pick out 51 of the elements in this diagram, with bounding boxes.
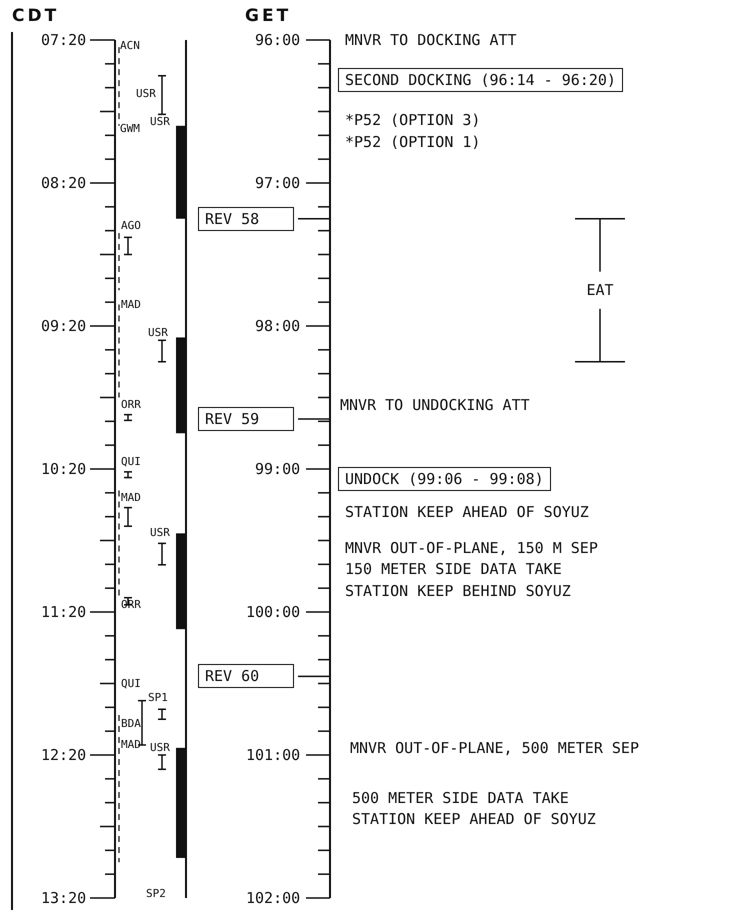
time-label: 09:20	[41, 317, 86, 335]
station-label: QUI	[121, 456, 141, 468]
station-label: MAD	[121, 492, 141, 504]
time-label: 100:00	[246, 603, 300, 621]
duration-label: MNVR TO UNDOCKING ATT	[340, 396, 530, 414]
activity-label: MNVR OUT-OF-PLANE, 150 M SEP	[345, 538, 598, 557]
column-heading: CDT	[12, 6, 60, 25]
activity-label: 150 METER SIDE DATA TAKE	[345, 560, 562, 578]
time-label: 12:20	[41, 746, 86, 764]
station-label: USR	[148, 327, 168, 340]
event-box: SECOND DOCKING (96:14 - 96:20)	[338, 68, 623, 92]
activity-label: EAT	[586, 281, 614, 300]
event-box: UNDOCK (99:06 - 99:08)	[338, 467, 551, 491]
activity-label: *P52 (OPTION 3)	[345, 111, 480, 130]
time-label: 96:00	[255, 31, 300, 49]
activity-label: *P52 (OPTION 1)	[345, 132, 480, 151]
time-label: 10:20	[41, 460, 86, 478]
time-label: 11:20	[41, 603, 86, 621]
time-label: 07:20	[41, 31, 86, 49]
station-label: ORR	[121, 598, 141, 611]
activity-label: STATION KEEP BEHIND SOYUZ	[345, 582, 571, 600]
time-label: 13:20	[41, 889, 86, 907]
time-label: 97:00	[255, 174, 300, 192]
rev-box: REV 60	[198, 664, 294, 688]
activity-label: MNVR TO DOCKING ATT	[345, 31, 517, 49]
time-label: 99:00	[255, 460, 300, 478]
column-heading: GET	[245, 6, 292, 25]
station-label: QUI	[121, 678, 141, 690]
station-label: GWM	[120, 122, 140, 135]
time-label: 101:00	[246, 746, 300, 764]
station-label: MAD	[121, 738, 141, 751]
activity-label: MNVR OUT-OF-PLANE, 500 METER SEP	[350, 738, 639, 757]
station-label: SP2	[146, 888, 166, 900]
station-label: ACN	[120, 40, 140, 52]
activity-label: 500 METER SIDE DATA TAKE	[352, 788, 569, 807]
station-label: BDA	[121, 718, 141, 730]
station-label: USR	[150, 116, 170, 128]
time-label: 08:20	[41, 174, 86, 192]
rev-box: REV 59	[198, 406, 294, 431]
station-label: USR	[136, 88, 156, 100]
station-label: USR	[150, 527, 170, 540]
time-label: 98:00	[255, 317, 300, 335]
station-label: SP1	[148, 692, 168, 704]
station-label: ORR	[121, 398, 141, 411]
station-label: USR	[150, 742, 170, 754]
station-label: MAD	[121, 298, 141, 311]
activity-label: STATION KEEP AHEAD OF SOYUZ	[345, 502, 589, 521]
time-label: 102:00	[246, 889, 300, 907]
station-label: AGO	[121, 220, 141, 232]
activity-label: STATION KEEP AHEAD OF SOYUZ	[352, 810, 596, 828]
rev-box: REV 58	[198, 206, 294, 231]
